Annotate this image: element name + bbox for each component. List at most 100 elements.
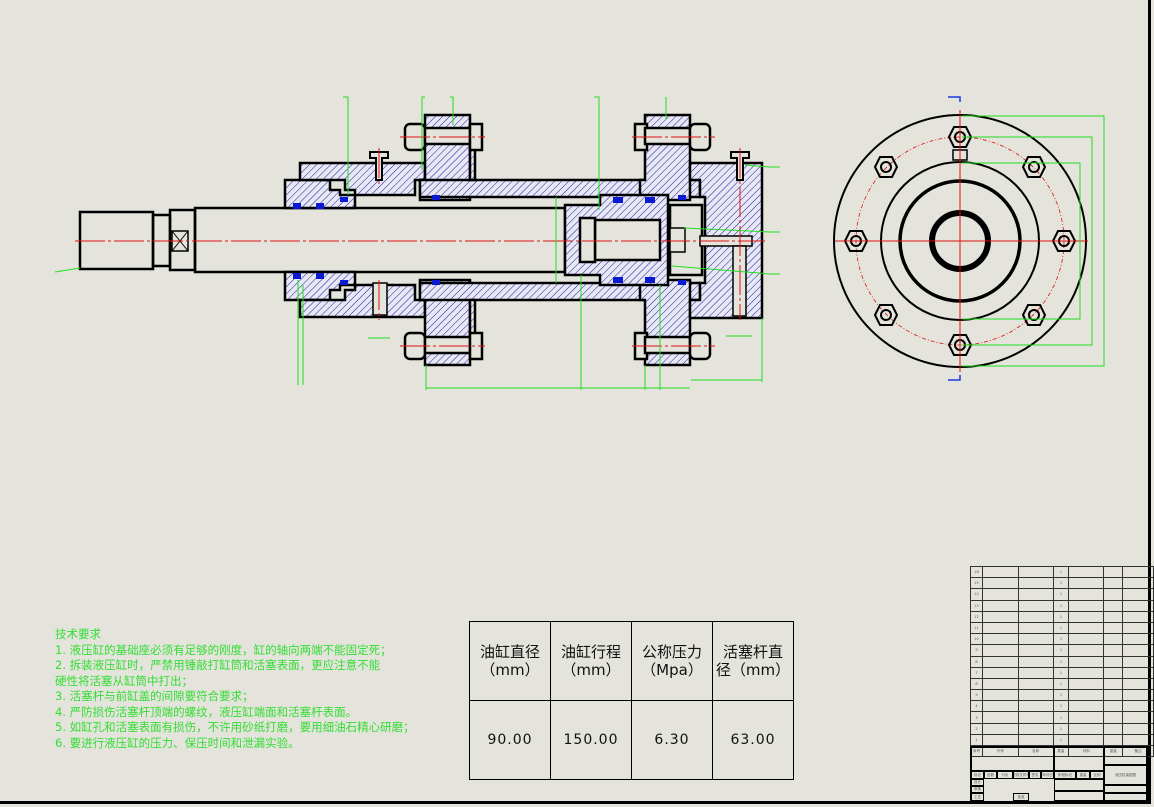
param-header-pressure: 公称压力（Mpa） (631, 621, 713, 701)
end-view (833, 96, 1105, 381)
bom-cell (1122, 577, 1154, 590)
bom-cell (981, 588, 1019, 601)
bom-cell (1103, 565, 1124, 579)
bom-cell (981, 700, 1019, 713)
bom-cell (981, 633, 1019, 646)
bom-cell (1122, 633, 1154, 646)
bom-cell (981, 599, 1019, 612)
tech-item: 4. 严防损伤活塞杆顶端的螺纹，液压缸端面和活塞杆表面。 (55, 704, 358, 719)
bom-cell (1122, 621, 1154, 635)
bom-cell: 1 (970, 733, 983, 747)
tb-label: 签名 (1029, 771, 1041, 779)
bom-cell: 1 (1052, 733, 1070, 747)
bom-cell: 1 (1052, 565, 1070, 579)
dimension-lines (54, 96, 780, 390)
param-header-rod-diameter: 活塞杆直径（mm） (712, 621, 794, 701)
bom-cell (1103, 666, 1124, 679)
bom-cell (1103, 644, 1124, 657)
bom-cell: 6 (970, 677, 983, 691)
bom-cell (1103, 733, 1124, 747)
tech-item: 1. 液压缸的基础座必须有足够的刚度，缸的轴向两端不能固定死； (55, 642, 392, 657)
bom-cell (1017, 689, 1054, 702)
drawing-frame-right (1148, 0, 1151, 804)
bom-cell: 11 (970, 621, 983, 635)
tie-bolt-bottom-front (403, 331, 484, 361)
bom-cell (1103, 711, 1124, 724)
bom-cell: 12 (970, 610, 983, 623)
bom-cell: 1 (1052, 655, 1070, 668)
bom-cell (1068, 655, 1105, 668)
bom-cell (1122, 711, 1154, 724)
bom-cell (981, 733, 1019, 747)
bom-cell (1068, 722, 1105, 735)
rod-collar (168, 208, 197, 272)
bom-cell (1103, 633, 1124, 646)
tb-design: 设计 (971, 779, 984, 786)
bom-cell: 10 (970, 633, 983, 646)
bom-cell (1068, 700, 1105, 713)
bom-cell (1068, 588, 1105, 601)
tb-label: 标记 (971, 771, 984, 779)
bom-cell (1103, 621, 1124, 635)
bom-cell: 4 (970, 700, 983, 713)
bom-cell (1017, 677, 1054, 691)
tb-label: 年月日 (1041, 771, 1054, 779)
bom-cell (1068, 610, 1105, 623)
bom-cell (1017, 733, 1054, 747)
bom-cell: 1 (1052, 700, 1070, 713)
bom-cell (981, 666, 1019, 679)
tech-item: 6. 要进行液压缸的压力、保压时间和泄漏实验。 (55, 735, 300, 750)
bom-cell (1068, 666, 1105, 679)
bom-cell (1122, 655, 1154, 668)
bom-cell (981, 610, 1019, 623)
tech-item: 5. 如缸孔和活塞表面有损伤，不许用砂纸打磨，要用细油石精心研磨； (55, 720, 415, 734)
param-value-rod-diameter: 63.00 (712, 700, 794, 780)
bom-cell (1017, 711, 1054, 724)
bom-cell (1103, 610, 1124, 623)
bom-cell: 1 (1052, 722, 1070, 735)
tb-drawing-name: 液压缸装配图 (1104, 765, 1147, 785)
bom-cell (1068, 733, 1105, 747)
bom-cell: 7 (970, 666, 983, 679)
bom-cell (1017, 700, 1054, 713)
tb-label: 更改文件号 (1013, 771, 1029, 779)
bom-cell: 5 (970, 689, 983, 702)
bom-cell: 1 (1052, 677, 1070, 691)
bom-cell (1122, 689, 1154, 702)
bom-cell: 1 (1052, 644, 1070, 657)
bom-cell (1122, 700, 1154, 713)
tb-check: 审核 (971, 786, 984, 793)
bom-cell: 1 (1052, 633, 1070, 646)
bom-cell (981, 689, 1019, 702)
bom-cell (1017, 610, 1054, 623)
bom-cell: 13 (970, 599, 983, 612)
bom-cell: 14 (970, 588, 983, 601)
bom-cell (1103, 677, 1124, 691)
bom-cell (981, 577, 1019, 590)
tb-process: 工艺 (971, 793, 984, 801)
bom-row: 10 1 (970, 633, 1154, 646)
bom-cell (1068, 577, 1105, 590)
bom-cell (1017, 644, 1054, 657)
bom-cell (1103, 689, 1124, 702)
param-value-stroke: 150.00 (550, 700, 632, 780)
bom-cell (1103, 599, 1124, 612)
tb-stage: 阶段标记 (1054, 771, 1076, 779)
param-header-stroke: 油缸行程（mm） (550, 621, 632, 701)
bom-cell (1122, 733, 1154, 747)
bom-cell (1068, 621, 1105, 635)
bom-cell (1068, 633, 1105, 646)
tech-item: 2. 拆装液压缸时，严禁用锤敲打缸筒和活塞表面，更应注意不能 (55, 658, 381, 672)
tb-approve: 批准 (1013, 793, 1029, 801)
bom-cell (1122, 666, 1154, 679)
tb-label: 处数 (984, 771, 997, 779)
